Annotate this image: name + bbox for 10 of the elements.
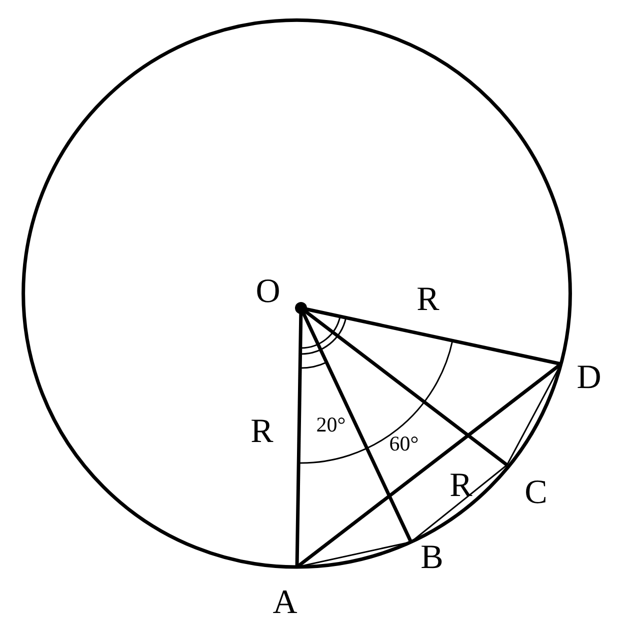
point-label: R: [250, 415, 274, 449]
point-label: C: [524, 476, 548, 510]
point-label: A: [272, 586, 298, 620]
point-label: R: [416, 283, 440, 317]
point-label: O: [256, 275, 280, 309]
angle-label: 60°: [389, 434, 419, 454]
point-label: B: [420, 541, 444, 575]
point-label: R: [450, 469, 472, 503]
point-label: D: [576, 361, 602, 395]
angle-label: 20°: [316, 414, 346, 436]
